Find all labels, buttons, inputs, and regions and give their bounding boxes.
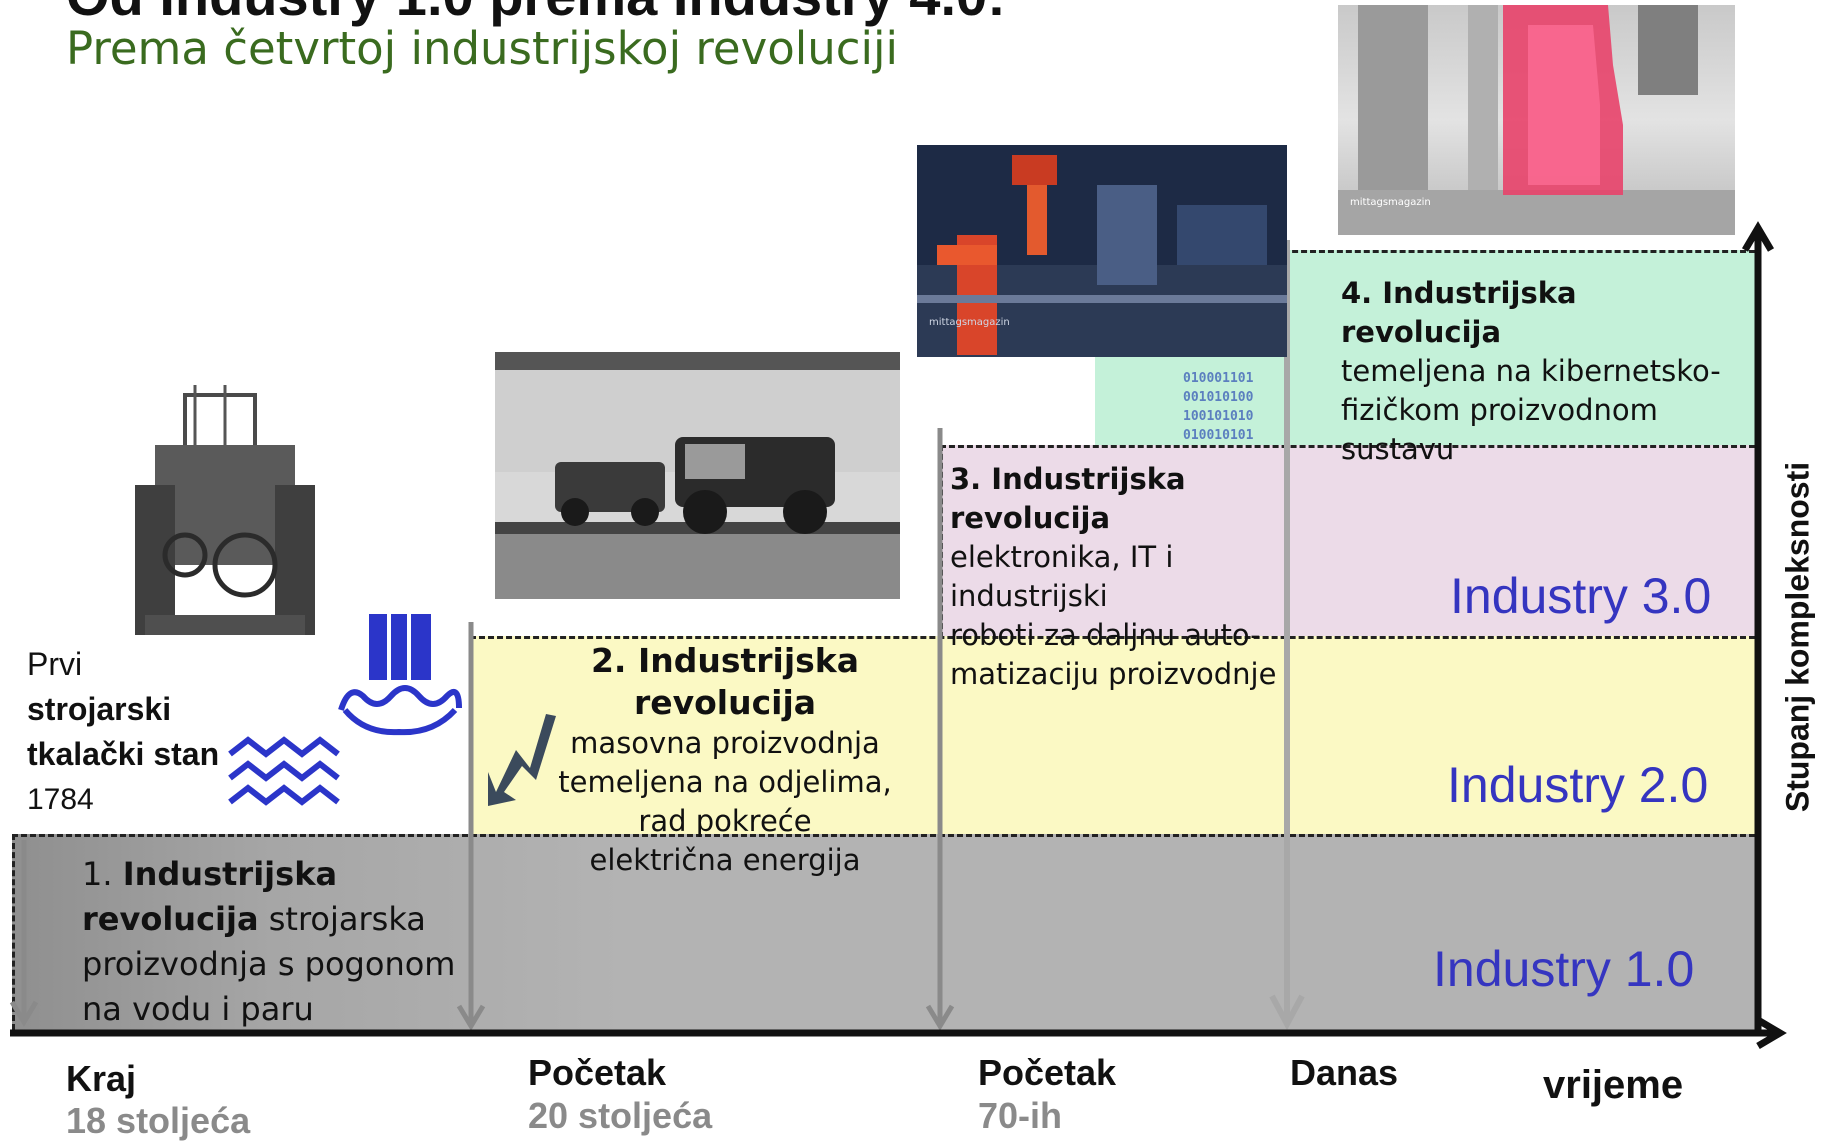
band-industry-1 (12, 834, 1755, 1033)
era-2-arrowhead (456, 1004, 486, 1031)
industry-2-label: Industry 2.0 (1447, 757, 1709, 813)
x-axis-label: vrijeme (1543, 1063, 1684, 1107)
industry-4-photo: mittagsmagazin (1338, 5, 1735, 235)
revolution-2-desc: 2. Industrijska revolucija masovna proiz… (558, 641, 892, 877)
era-2-label-bottom: 20 stoljeća (528, 1095, 713, 1136)
band-industry-2 (470, 636, 1755, 839)
binary-code: 010001101 001010100 100101010 010010101 (1183, 371, 1254, 443)
revolution-4-title: 4. Industrijska revolucija (1341, 276, 1577, 349)
industry-2-photo (495, 352, 900, 599)
loom-photo (125, 385, 325, 655)
industry-3-label: Industry 3.0 (1450, 568, 1712, 624)
era-3-label-bottom: 70-ih (978, 1095, 1063, 1136)
water-wheel-icon (338, 614, 462, 736)
era-2-label-top: Početak (528, 1052, 667, 1093)
loom-caption: Prvi strojarski tkalački stan 1784 (27, 646, 220, 816)
industry-3-photo: mittagsmagazin (917, 145, 1287, 357)
era-1-label-bottom: 18 stoljeća (66, 1100, 251, 1141)
y-axis-arrowhead (1741, 221, 1775, 252)
revolution-1-title: Industrijska revolucija (82, 855, 338, 938)
era-4-label-top: Danas (1290, 1052, 1399, 1093)
lightning-icon (488, 714, 556, 806)
revolution-3-title: 3. Industrijska revolucija (950, 462, 1186, 535)
y-axis-label: Stupanj kompleksnosti (1779, 461, 1816, 813)
robot-arm-gripper-icon: mittagsmagazin (1338, 5, 1735, 235)
revolution-2-title: 2. Industrijska revolucija (590, 641, 860, 722)
x-axis-arrowhead (1756, 1016, 1787, 1050)
revolution-1-desc: 1. Industrijska revolucija strojarska pr… (82, 855, 456, 1028)
era-4-arrowhead (1269, 994, 1305, 1031)
steam-waves-icon (228, 736, 340, 806)
band-1-left-edge (12, 834, 15, 1030)
industry-1-label: Industry 1.0 (1433, 941, 1695, 997)
page-subtitle: Prema četvrtoj industrijskoj revoluciji (66, 22, 899, 75)
era-3-arrowhead (925, 1004, 955, 1031)
photo-4-watermark: mittagsmagazin (1350, 197, 1431, 208)
photo-3-watermark: mittagsmagazin (929, 317, 1010, 328)
page-title: Od Industry 1.0 prema Industry 4.0: (66, 0, 1006, 24)
revolution-4-desc: 4. Industrijska revolucija temeljena na … (1341, 276, 1721, 466)
era-1-label-top: Kraj (66, 1058, 137, 1099)
era-3-label-top: Početak (978, 1052, 1117, 1093)
era-1-arrowhead (9, 1000, 39, 1027)
band-industry-3 (940, 445, 1755, 641)
revolution-3-desc: 3. Industrijska revolucija elektronika, … (950, 462, 1277, 691)
